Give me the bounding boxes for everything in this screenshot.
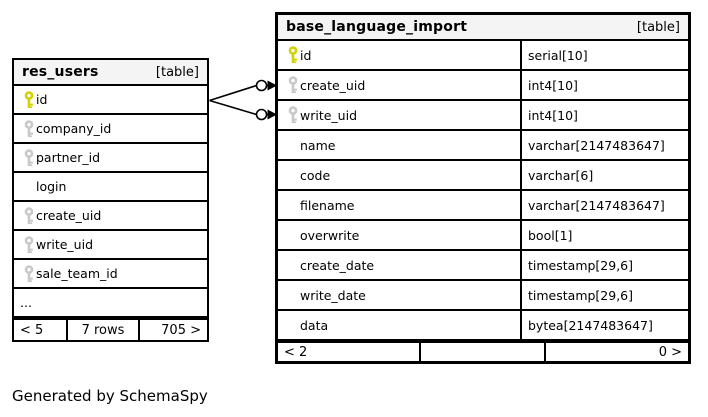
table-header-base-language-import[interactable]: base_language_import [table] (278, 15, 688, 41)
column-name: data (300, 317, 329, 333)
foreign-key-icon (278, 76, 300, 94)
footer-right-stat: 0 > (658, 344, 682, 360)
relationship-line-create-uid (209, 84, 257, 102)
column-type: int4[10] (528, 77, 578, 93)
column-name: write_date (300, 287, 366, 303)
footer-left-stat: < 2 (278, 343, 421, 361)
column-type: int4[10] (528, 107, 578, 123)
column-row-ellipsis: ... (14, 289, 207, 318)
column-name: company_id (36, 121, 112, 136)
column-name: write_uid (36, 237, 94, 252)
foreign-key-icon (278, 106, 300, 124)
column-row-create-uid: create_uid int4[10] (278, 71, 688, 101)
column-row-write-date: write_date timestamp[29,6] (278, 281, 688, 311)
table-footer-res-users: < 5 7 rows 705 > (14, 318, 207, 340)
foreign-key-icon (14, 206, 36, 225)
foreign-key-icon (14, 235, 36, 254)
column-row-filename: filename varchar[2147483647] (278, 191, 688, 221)
column-row-id: id serial[10] (278, 41, 688, 71)
column-row-name: name varchar[2147483647] (278, 131, 688, 161)
ellipsis-label: ... (20, 295, 32, 310)
table-res-users: res_users [table] id company_id partner_… (12, 58, 209, 342)
foreign-key-icon (14, 119, 36, 138)
column-row-code: code varchar[6] (278, 161, 688, 191)
column-type: varchar[2147483647] (528, 197, 665, 213)
table-badge: [table] (636, 19, 680, 35)
column-name: create_date (300, 257, 375, 273)
zero-or-one-circle (255, 79, 268, 92)
column-name: id (36, 92, 48, 107)
primary-key-icon (278, 46, 300, 64)
column-name: id (300, 47, 312, 63)
column-name: filename (300, 197, 355, 213)
foreign-key-icon (14, 264, 36, 283)
column-row-overwrite: overwrite bool[1] (278, 221, 688, 251)
column-row-write-uid: write_uid (14, 231, 207, 260)
foreign-key-icon (14, 148, 36, 167)
table-badge: [table] (155, 64, 199, 80)
column-row-sale-team-id: sale_team_id (14, 260, 207, 289)
table-name[interactable]: res_users (22, 64, 99, 80)
column-type: varchar[2147483647] (528, 137, 665, 153)
column-type: serial[10] (528, 47, 588, 63)
column-name: create_uid (36, 208, 102, 223)
column-type: timestamp[29,6] (528, 257, 634, 273)
table-header-res-users[interactable]: res_users [table] (14, 60, 207, 86)
column-name: name (300, 137, 336, 153)
column-type: timestamp[29,6] (528, 287, 634, 303)
column-name: overwrite (300, 227, 360, 243)
table-name[interactable]: base_language_import (286, 19, 468, 35)
column-name: code (300, 167, 331, 183)
column-row-login: login (14, 173, 207, 202)
column-type: bytea[2147483647] (528, 317, 653, 333)
column-row-id: id (14, 86, 207, 115)
table-footer-base-language-import: < 2 0 > (278, 341, 688, 361)
column-row-data: data bytea[2147483647] (278, 311, 688, 341)
column-type: bool[1] (528, 227, 573, 243)
relationship-line-write-uid (209, 99, 257, 116)
column-name: create_uid (300, 77, 366, 93)
column-name: write_uid (300, 107, 358, 123)
column-name: login (36, 179, 67, 194)
column-row-company-id: company_id (14, 115, 207, 144)
zero-or-one-circle (255, 108, 268, 121)
column-row-create-date: create_date timestamp[29,6] (278, 251, 688, 281)
footer-left-stat: < 5 (14, 320, 68, 340)
footer-row-count (421, 343, 546, 361)
footer-row-count: 7 rows (68, 320, 140, 340)
primary-key-icon (14, 90, 36, 109)
column-row-write-uid: write_uid int4[10] (278, 101, 688, 131)
column-row-create-uid: create_uid (14, 202, 207, 231)
generator-credit: Generated by SchemaSpy (12, 387, 208, 405)
column-name: partner_id (36, 150, 101, 165)
footer-right-stat: 705 > (161, 322, 201, 338)
column-name: sale_team_id (36, 266, 118, 281)
column-type: varchar[6] (528, 167, 594, 183)
table-base-language-import: base_language_import [table] id serial[1… (275, 12, 691, 364)
column-row-partner-id: partner_id (14, 144, 207, 173)
